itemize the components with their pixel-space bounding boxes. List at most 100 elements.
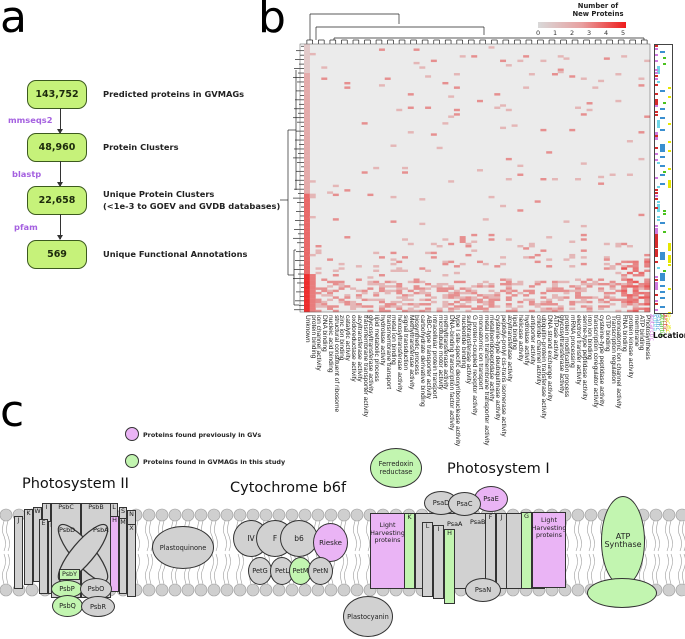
heatmap-cell [367,298,374,302]
heatmap-cell [304,102,310,105]
heatmap-cell [304,291,310,295]
heatmap-cell [453,271,460,275]
heatmap-cell [528,73,535,76]
heatmap-cell [557,309,564,313]
heatmap-cell [367,305,374,308]
location-cell [660,174,665,176]
heatmap-cell [534,305,541,308]
heatmap-cell [448,296,455,299]
heatmap-cell [477,294,483,297]
heatmap-cell [338,267,345,270]
atp-synthase-base [587,578,657,608]
heatmap-cell [378,305,385,308]
location-cell [668,243,671,251]
subunit-PetN: PetN [308,557,333,585]
heatmap-cell [332,218,339,221]
heatmap-cell [304,303,310,306]
lipid-head [181,508,195,522]
heatmap-cell [534,200,541,203]
heatmap-cell [413,61,420,65]
heatmap-cell [304,52,310,56]
colorbar [538,22,626,28]
heatmap-cell [425,291,432,295]
heatmap-cell [413,48,420,51]
heatmap-cell [482,285,489,288]
heatmap-cell [419,66,426,69]
heatmap-cell [448,291,455,295]
heatmap-cell [304,211,310,214]
heatmap-cell [546,287,553,290]
heatmap-cell [621,276,628,279]
heatmap-cell [304,193,310,197]
heatmap-cell [632,267,639,270]
heatmap-cell [471,289,478,293]
heatmap-cell [419,298,426,302]
title-cytochrome-b6f: Cytochrome b6f [230,480,347,496]
heatmap-cell [315,251,322,255]
heatmap-cell [448,303,455,306]
location-cell [657,66,660,74]
heatmap-cell [500,289,507,293]
heatmap-cell [378,289,385,293]
heatmap-cell [569,300,576,304]
heatmap-cell [626,265,633,268]
heatmap-cell [304,57,310,60]
heatmap-cell [586,108,593,112]
heatmap-cell [304,224,310,228]
lipid-head [25,583,39,597]
heatmap-cell [304,66,310,69]
heatmap-cell [523,289,530,293]
heatmap-cell [621,267,628,270]
heatmap-cell [315,245,322,248]
heatmap-cell [407,93,414,96]
subunit-PsbD: PsbD [59,526,76,534]
heatmap-cell [425,282,432,286]
heatmap-cell [580,162,587,165]
ferredoxin-line2: reductase [379,468,413,476]
ferredoxin-reductase: Ferredoxin reductase [370,448,422,488]
heatmap-cell [304,182,310,185]
subunit-PetG: PetG [248,557,272,585]
heatmap-cell [471,298,478,302]
subunit-I-ps1: I [433,525,444,599]
lhc-right: Light Harvesting proteins [532,512,566,588]
heatmap-cell [315,249,322,252]
heatmap-cell [540,309,547,313]
heatmap-cell [309,274,316,277]
heatmap-cell [644,59,651,63]
heatmap-cell [505,296,512,299]
location-cell [660,285,665,287]
heatmap-cell [632,260,639,264]
heatmap-cell [609,265,616,268]
lipid-head [181,583,195,597]
location-cell [655,75,658,77]
location-cell [655,78,658,80]
location-cell [655,72,658,74]
heatmap-cell [644,269,651,272]
heatmap-cell [546,307,553,310]
location-bar [654,44,673,314]
heatmap-cell [355,296,362,299]
location-cell [655,282,658,290]
heatmap-cell [442,296,449,299]
heatmap-cell [592,86,599,89]
heatmap-cell [638,84,645,87]
heatmap-cell [304,233,310,237]
heatmap-cell [309,303,316,306]
heatmap-cell [471,296,478,299]
heatmap-cell [465,305,472,308]
location-cell [660,291,665,293]
heatmap-cell [304,46,310,49]
heatmap-cell [367,309,374,313]
heatmap-cell [338,262,345,266]
heatmap-cell [378,285,385,288]
heatmap-cell [407,307,414,310]
heatmap-cell [586,296,593,299]
heatmap-cell [575,278,581,281]
heatmap-cell [563,289,570,293]
heatmap-cell [569,303,576,306]
lipid-head [233,508,247,522]
heatmap-cell [621,282,628,286]
heatmap-cell [644,280,651,284]
heatmap-cell [626,278,633,281]
